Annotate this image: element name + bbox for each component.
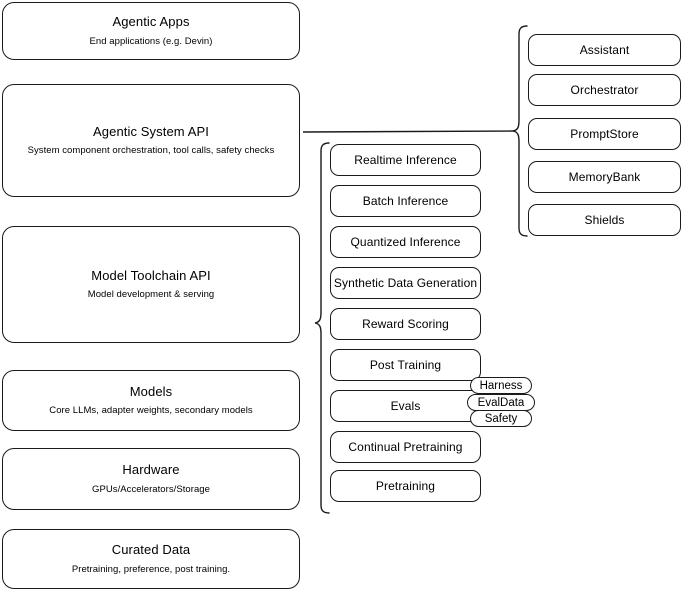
system-component-label: PromptStore — [570, 126, 639, 141]
stack-layer-title: Model Toolchain API — [91, 267, 211, 283]
stack-layer-subtitle: End applications (e.g. Devin) — [89, 35, 213, 47]
toolchain-component-label: Pretraining — [375, 478, 436, 493]
evals-tag-label: Safety — [484, 412, 518, 425]
evals-tag-label: EvalData — [477, 396, 525, 409]
toolchain-component-batch-inference[interactable]: Batch Inference — [330, 185, 481, 217]
toolchain-component-quantized-inference[interactable]: Quantized Inference — [330, 226, 481, 258]
stack-layer-models[interactable]: Models Core LLMs, adapter weights, secon… — [2, 370, 300, 431]
system-component-shields[interactable]: Shields — [528, 204, 681, 236]
stack-layer-subtitle: System component orchestration, tool cal… — [27, 145, 275, 157]
system-component-label: Assistant — [579, 42, 630, 57]
evals-tag-harness[interactable]: Harness — [470, 377, 532, 394]
system-component-label: Orchestrator — [570, 82, 639, 97]
brace-system-components — [512, 25, 528, 237]
toolchain-component-reward-scoring[interactable]: Reward Scoring — [330, 308, 481, 340]
toolchain-component-synthetic-data-generation[interactable]: Synthetic Data Generation — [330, 267, 481, 299]
toolchain-component-label: Evals — [390, 398, 421, 413]
toolchain-component-label: Post Training — [369, 357, 442, 372]
system-component-assistant[interactable]: Assistant — [528, 34, 681, 66]
toolchain-component-label: Continual Pretraining — [348, 439, 463, 454]
toolchain-component-post-training[interactable]: Post Training — [330, 349, 481, 381]
stack-layer-title: Agentic Apps — [112, 14, 190, 30]
evals-tag-evaldata[interactable]: EvalData — [467, 394, 535, 411]
stack-layer-agentic-system-api[interactable]: Agentic System API System component orch… — [2, 84, 300, 197]
stack-layer-hardware[interactable]: Hardware GPUs/Accelerators/Storage — [2, 448, 300, 510]
toolchain-component-label: Batch Inference — [362, 193, 449, 208]
stack-layer-subtitle: Model development & serving — [87, 289, 215, 301]
stack-layer-title: Curated Data — [111, 542, 191, 558]
system-component-label: Shields — [584, 212, 625, 227]
toolchain-component-pretraining[interactable]: Pretraining — [330, 470, 481, 502]
stack-layer-curated-data[interactable]: Curated Data Pretraining, preference, po… — [2, 529, 300, 589]
toolchain-component-label: Realtime Inference — [354, 152, 457, 167]
toolchain-component-realtime-inference[interactable]: Realtime Inference — [330, 144, 481, 176]
toolchain-component-label: Synthetic Data Generation — [333, 275, 478, 290]
system-component-orchestrator[interactable]: Orchestrator — [528, 74, 681, 106]
connector-system-api-line — [302, 130, 516, 133]
stack-layer-subtitle: Core LLMs, adapter weights, secondary mo… — [49, 405, 253, 417]
stack-layer-agentic-apps[interactable]: Agentic Apps End applications (e.g. Devi… — [2, 2, 300, 60]
brace-toolchain-components — [314, 142, 330, 514]
stack-layer-subtitle: Pretraining, preference, post training. — [71, 563, 231, 575]
system-component-label: MemoryBank — [568, 169, 641, 184]
system-component-memorybank[interactable]: MemoryBank — [528, 161, 681, 193]
evals-tag-safety[interactable]: Safety — [470, 410, 532, 427]
evals-tag-label: Harness — [479, 379, 523, 392]
stack-layer-model-toolchain-api[interactable]: Model Toolchain API Model development & … — [2, 226, 300, 343]
toolchain-component-label: Reward Scoring — [362, 316, 449, 331]
toolchain-component-continual-pretraining[interactable]: Continual Pretraining — [330, 431, 481, 463]
stack-layer-subtitle: GPUs/Accelerators/Storage — [92, 483, 210, 495]
stack-layer-title: Models — [129, 383, 173, 399]
toolchain-component-label: Quantized Inference — [350, 234, 461, 249]
system-component-promptstore[interactable]: PromptStore — [528, 118, 681, 150]
stack-layer-title: Agentic System API — [93, 123, 209, 139]
stack-layer-title: Hardware — [122, 462, 180, 478]
toolchain-component-evals[interactable]: Evals — [330, 390, 481, 422]
